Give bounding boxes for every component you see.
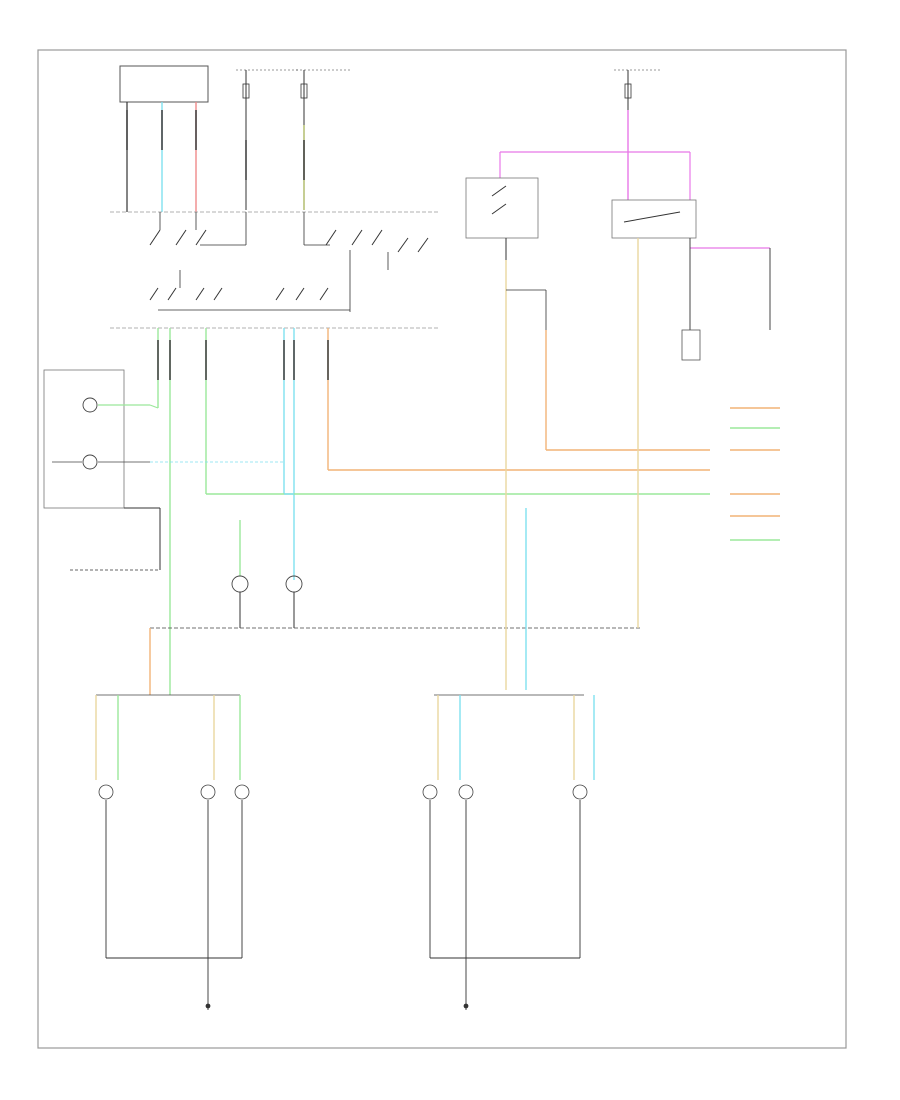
- turn-lamp-left-mid: [231, 520, 249, 628]
- connector-stubs-top: [126, 110, 329, 380]
- flasher: [611, 199, 697, 239]
- trailer-connector: [730, 407, 780, 541]
- lamp-group-right: [422, 694, 595, 1010]
- flasher-relay-box: [681, 329, 701, 361]
- diagram-border: [37, 49, 847, 1049]
- lamp-group-left: [95, 628, 250, 1010]
- wire-cluster-left-b: [149, 404, 159, 409]
- hazard-switch: [119, 65, 209, 103]
- instrument-cluster: [43, 369, 150, 509]
- multifunction-switch: [110, 211, 440, 329]
- fuse-center: [300, 70, 308, 125]
- turn-lamp-right-mid: [285, 575, 303, 628]
- brake-light-switch: [465, 177, 539, 239]
